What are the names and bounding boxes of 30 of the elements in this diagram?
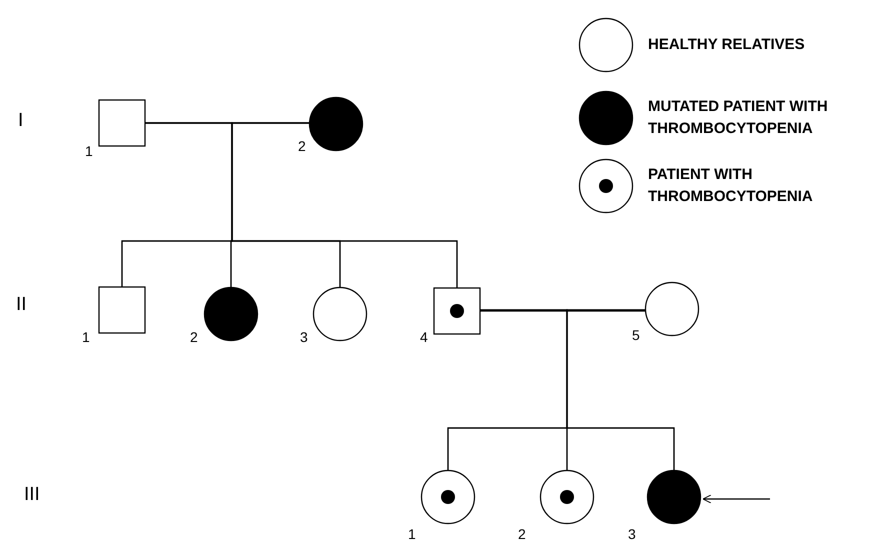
filled-circle-symbol bbox=[646, 469, 702, 525]
individual-number: 1 bbox=[408, 526, 416, 542]
generation-label: II bbox=[16, 294, 27, 316]
dotted-circle-symbol bbox=[539, 469, 595, 525]
square-symbol bbox=[98, 99, 146, 147]
individual-number: 4 bbox=[420, 329, 428, 345]
individual-number: 3 bbox=[300, 329, 308, 345]
legend-text: HEALTHY RELATIVES bbox=[648, 35, 806, 55]
legend-text: MUTATED PATIENT WITH THROMBOCYTOPENIA bbox=[648, 97, 829, 139]
circle-symbol bbox=[312, 286, 368, 342]
descent-line bbox=[231, 122, 458, 288]
individual-number: 1 bbox=[85, 143, 93, 159]
descent-line bbox=[566, 309, 675, 470]
individual-number: 3 bbox=[628, 526, 636, 542]
individual-number: 2 bbox=[298, 138, 306, 154]
individual-number: 2 bbox=[190, 329, 198, 345]
legend-text: PATIENT WITH THROMBOCYTOPENIA bbox=[648, 165, 814, 207]
dotted-circle-symbol bbox=[420, 469, 476, 525]
individual-number: 2 bbox=[518, 526, 526, 542]
marriage-line bbox=[480, 310, 645, 312]
dotted-square-symbol bbox=[433, 287, 481, 335]
square-symbol bbox=[98, 286, 146, 334]
generation-label: III bbox=[24, 484, 40, 506]
generation-label: I bbox=[18, 110, 24, 132]
filled-circle-symbol bbox=[308, 96, 364, 152]
circle-symbol bbox=[644, 281, 700, 337]
proband-arrow bbox=[702, 494, 770, 504]
individual-number: 5 bbox=[632, 327, 640, 343]
filled-circle-symbol bbox=[203, 286, 259, 342]
individual-number: 1 bbox=[82, 329, 90, 345]
